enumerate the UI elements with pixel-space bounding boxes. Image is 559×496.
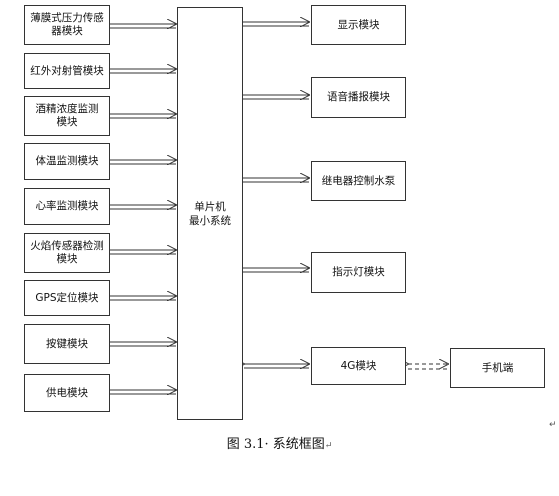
output-label: 语音播报模块 bbox=[327, 91, 390, 103]
output-label: 指示灯模块 bbox=[332, 266, 385, 278]
output-module-display: 显示模块 bbox=[311, 5, 406, 45]
arrow-input-5 bbox=[110, 205, 176, 209]
output-label: 4G模块 bbox=[340, 359, 377, 372]
arrow-bidirectional-4g bbox=[244, 364, 309, 368]
phone-label: 手机端 bbox=[481, 361, 514, 374]
input-module-infrared: 红外对射管模块 bbox=[24, 53, 110, 89]
input-label-line1: GPS定位模块 bbox=[35, 291, 99, 304]
input-label-line1: 火焰传感器检测 bbox=[30, 240, 104, 252]
input-label-line1: 按键模块 bbox=[46, 337, 88, 350]
output-module-4g: 4G模块 bbox=[311, 347, 406, 385]
arrow-output-2 bbox=[243, 95, 309, 99]
input-label-line1: 心率监测模块 bbox=[35, 200, 99, 212]
input-label-line2: 模块 bbox=[56, 253, 78, 265]
input-label-line1: 酒精浓度监测 bbox=[35, 103, 99, 115]
caption-text: 图 3.1· 系统框图 bbox=[226, 437, 325, 452]
arrow-input-2 bbox=[110, 69, 176, 73]
arrow-dashed-4g-phone bbox=[408, 364, 448, 370]
arrow-input-3 bbox=[110, 114, 176, 118]
phone-terminal: 手机端 bbox=[450, 348, 545, 388]
arrow-input-4 bbox=[110, 160, 176, 164]
arrow-input-7 bbox=[110, 296, 176, 300]
edge-paragraph-mark: ↵ bbox=[549, 420, 557, 430]
arrow-output-1 bbox=[243, 22, 309, 26]
input-label-line1: 供电模块 bbox=[46, 386, 88, 399]
output-label: 继电器控制水泵 bbox=[321, 174, 396, 187]
input-label-line2: 器模块 bbox=[51, 25, 83, 37]
arrow-output-3 bbox=[243, 178, 309, 182]
input-module-gps: GPS定位模块 bbox=[24, 280, 110, 316]
input-module-power: 供电模块 bbox=[24, 374, 110, 412]
input-label-line1: 薄膜式压力传感 bbox=[30, 12, 104, 24]
arrow-input-8 bbox=[110, 342, 176, 346]
arrow-input-6 bbox=[110, 250, 176, 254]
input-label-line2: 模块 bbox=[56, 116, 78, 128]
input-module-flame-sensor: 火焰传感器检测 模块 bbox=[24, 233, 110, 273]
input-module-alcohol: 酒精浓度监测 模块 bbox=[24, 96, 110, 136]
input-module-pressure-sensor: 薄膜式压力传感 器模块 bbox=[24, 5, 110, 45]
caption-paragraph-mark: ↵ bbox=[324, 441, 333, 451]
output-module-relay-pump: 继电器控制水泵 bbox=[311, 161, 406, 201]
input-label-line1: 体温监测模块 bbox=[35, 155, 99, 167]
mcu-label-line2: 最小系统 bbox=[189, 214, 231, 227]
arrow-output-4 bbox=[243, 268, 309, 272]
arrow-input-9 bbox=[110, 390, 176, 394]
input-label-line1: 红外对射管模块 bbox=[30, 64, 104, 77]
output-label: 显示模块 bbox=[337, 18, 380, 31]
output-module-indicator: 指示灯模块 bbox=[311, 252, 406, 293]
output-module-voice: 语音播报模块 bbox=[311, 77, 406, 118]
input-module-keys: 按键模块 bbox=[24, 324, 110, 364]
mcu-minimum-system: 单片机 最小系统 bbox=[177, 7, 243, 420]
input-module-heart-rate: 心率监测模块 bbox=[24, 188, 110, 225]
input-module-temperature: 体温监测模块 bbox=[24, 143, 110, 180]
arrow-input-1 bbox=[110, 24, 176, 28]
mcu-label-line1: 单片机 bbox=[194, 200, 226, 213]
figure-caption: 图 3.1· 系统框图↵ bbox=[0, 433, 559, 452]
